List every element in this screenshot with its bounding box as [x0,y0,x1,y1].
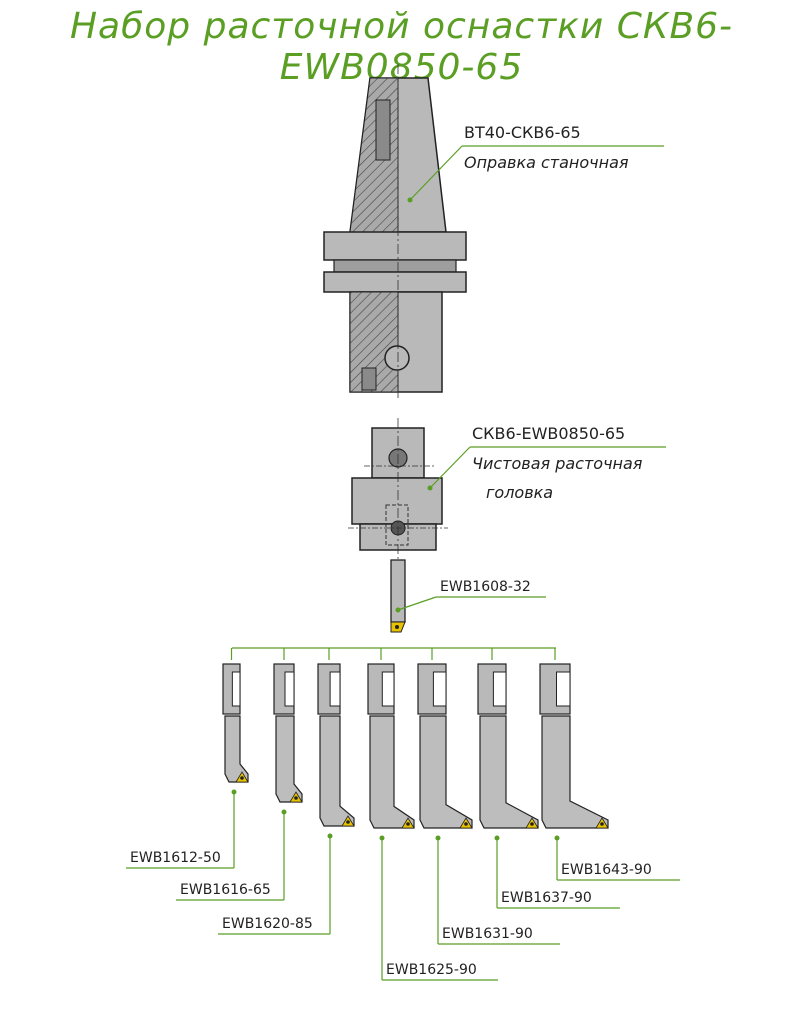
bar-code-label: EWB1620-85 [222,916,313,932]
bar-code-label: EWB1616-65 [180,882,271,898]
boring-head-drawing [348,418,448,560]
boring-bars-set [222,663,609,829]
bar-code-label: EWB1612-50 [130,850,221,866]
boring-bar [273,663,303,803]
head-description-line2: головка [486,483,553,502]
holder-description-label: Оправка станочная [464,153,629,172]
mounted-bar-drawing [390,559,406,633]
mounted-bar-label: EWB1608-32 [440,579,531,595]
boring-bar [539,663,609,829]
tool-holder-drawing [323,64,467,400]
boring-bar [367,663,415,829]
bar-code-label: EWB1625-90 [386,962,477,978]
boring-bar [417,663,473,829]
head-description-line1: Чистовая расточная [472,454,643,473]
holder-code-label: BT40-СКВ6-65 [464,123,581,142]
bar-code-label: EWB1631-90 [442,926,533,942]
head-code-label: СКВ6-EWB0850-65 [472,424,625,443]
bar-leader-lines [126,648,680,981]
bar-code-label: EWB1637-90 [501,890,592,906]
boring-bar [317,663,355,827]
boring-bar [477,663,539,829]
leader-lines [232,145,666,649]
boring-bar [222,663,249,783]
page-title: Набор расточной оснастки СКВ6-EWB0850-65 [69,6,734,88]
bar-code-label: EWB1643-90 [561,862,652,878]
